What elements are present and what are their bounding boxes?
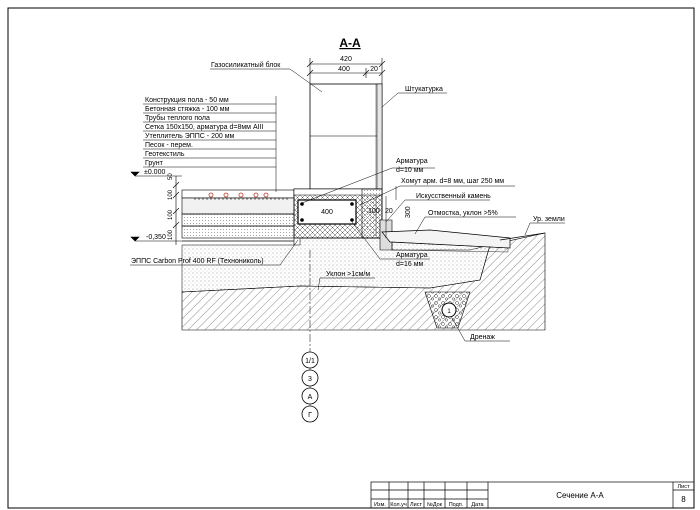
label-rebar-16: Арматура — [396, 252, 428, 259]
dim-plaster-20: 20 — [370, 66, 378, 73]
blind-area — [379, 219, 546, 253]
axis-mark: 3 — [308, 376, 312, 383]
axis-mark: Г — [308, 412, 312, 419]
title-block-col: Кол.уч — [390, 502, 407, 508]
title-block-col: Изм. — [374, 502, 386, 508]
top-dimensions — [306, 58, 386, 84]
label-dim-300: 300 — [405, 206, 412, 218]
level-marks — [130, 171, 182, 245]
level-zero: ±0.000 — [144, 169, 165, 176]
label-eps-carbon: ЭППС Carbon Prof 400 RF (Технониколь) — [131, 258, 264, 265]
layer-item: Песок - перем. — [145, 142, 193, 149]
label-blind-area: Отмостка, уклон >5% — [428, 210, 498, 217]
label-ground-level: Ур. земли — [533, 216, 565, 223]
layer-item: Утеплитель ЭППС - 200 мм — [145, 133, 235, 140]
dim-block-400: 400 — [338, 66, 350, 73]
label-dim-20: 20 — [385, 208, 393, 215]
title-block-col: Дата — [471, 502, 484, 508]
axis-markers — [301, 351, 319, 423]
left-dim-100a: 100 — [168, 189, 174, 200]
label-drain: Дренаж — [470, 334, 495, 341]
label-stirrup: Хомут арм. d=8 мм, шаг 250 мм — [401, 178, 504, 185]
sheet-name: Сечение А-А — [556, 491, 604, 500]
drain: 1 — [424, 291, 471, 329]
label-artificial-stone: Искусственный камень — [416, 192, 491, 200]
layer-item: Грунт — [145, 160, 164, 167]
layer-item: Сетка 150х150, арматура d=8мм AIII — [145, 124, 264, 131]
label-rebar-10: Арматура — [396, 158, 428, 165]
sheet-number: 8 — [681, 495, 686, 504]
label-gas-block: Газосиликатный блок — [211, 61, 281, 69]
label-slope: Уклон >1см/м — [326, 271, 370, 278]
sheet-label: Лист — [678, 484, 690, 490]
left-dim-100b: 100 — [168, 209, 174, 220]
section-title: А-А — [339, 36, 361, 50]
title-block-col: №Док — [427, 502, 443, 508]
layer-item: Бетонная стяжка - 100 мм — [145, 106, 230, 113]
title-block-col: Лист — [410, 502, 422, 508]
wall-block — [309, 83, 383, 236]
foundation-beam — [293, 188, 383, 245]
sheet-frame — [7, 7, 695, 509]
label-rebar-16-dia: d=16 мм — [396, 261, 424, 268]
layer-item: Трубы теплого пола — [145, 114, 210, 122]
svg-text:1: 1 — [447, 309, 451, 315]
leader-lines — [130, 68, 565, 342]
floor-layers — [181, 189, 295, 242]
layer-callout — [143, 96, 277, 192]
axis-mark: А — [308, 394, 313, 401]
axis-mark: 1/1 — [305, 358, 315, 365]
left-dim-100c: 100 — [168, 229, 174, 240]
layer-item: Геотекстиль — [145, 151, 185, 158]
layer-item: Конструкция пола - 50 мм — [145, 97, 229, 104]
title-block-col: Подп. — [449, 502, 464, 508]
dim-overall-420: 420 — [340, 56, 352, 63]
title-block — [370, 481, 695, 509]
level-minus: -0,350 — [146, 234, 166, 241]
label-plaster: Штукатурка — [405, 86, 443, 93]
label-dim-100: 100 — [368, 208, 380, 215]
label-rebar-10-dia: d=10 мм — [396, 167, 424, 174]
left-dim-50: 50 — [168, 173, 174, 180]
beam-width-400: 400 — [321, 209, 333, 216]
